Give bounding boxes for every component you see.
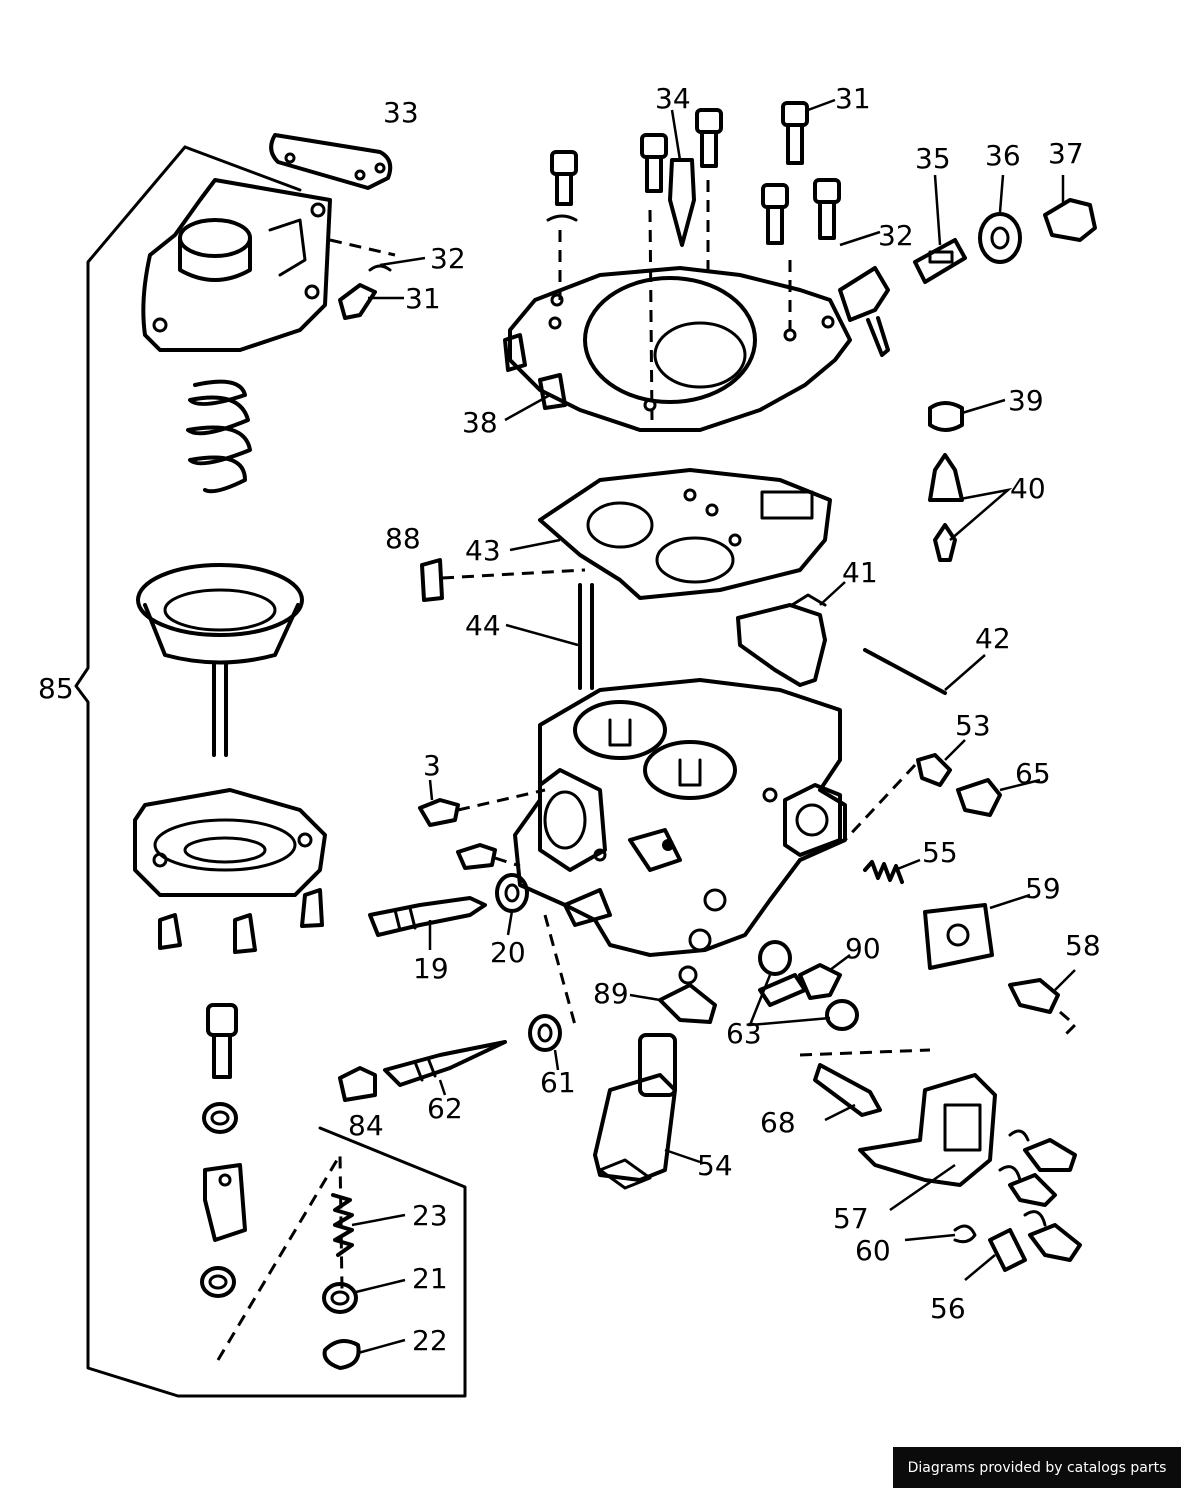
callout-32: 32 (878, 219, 914, 252)
callout-88: 88 (385, 522, 421, 555)
part-lower-diaphragm-housing (133, 788, 327, 897)
callout-23: 23 (412, 1199, 448, 1232)
part-36-washer (978, 174, 1022, 264)
callout-59: 59 (1025, 872, 1061, 905)
callout-36: 36 (985, 139, 1021, 172)
callout-61: 61 (540, 1066, 576, 1099)
part-53-jet (843, 739, 966, 842)
part-19-idle-screw (368, 896, 487, 950)
part-bolt-left (206, 1003, 238, 1079)
part-35-filter (913, 174, 967, 284)
callout-57: 57 (833, 1202, 869, 1235)
part-40-needle-valve (928, 453, 1013, 562)
part-20-ring (495, 873, 529, 936)
part-57-linkage (858, 1073, 997, 1212)
callout-62: 62 (427, 1092, 463, 1125)
part-38-top-cover (503, 266, 890, 432)
part-44-rod (505, 583, 594, 690)
part-main-carburetor-body (513, 678, 847, 957)
callout-85: 85 (38, 672, 74, 705)
callout-34: 34 (655, 82, 691, 115)
part-diaphragm-cup (136, 563, 304, 757)
callout-56: 56 (930, 1292, 966, 1325)
dashed-19-61 (543, 914, 577, 1026)
part-small-screws-row (158, 888, 324, 954)
callout-44: 44 (465, 609, 501, 642)
part-31-32-screw-left (338, 256, 426, 320)
callout-42: 42 (975, 622, 1011, 655)
callout-40: 40 (1010, 472, 1046, 505)
callout-55: 55 (922, 836, 958, 869)
dashed-triangle-left (216, 1149, 344, 1361)
credit-text: Diagrams provided by catalogs parts (907, 1459, 1167, 1476)
callout-60: 60 (855, 1234, 891, 1267)
part-65-jet (956, 778, 1041, 817)
part-55-spring (863, 858, 921, 884)
callout-65: 65 (1015, 757, 1051, 790)
callout-37: 37 (1048, 137, 1084, 170)
part-60-clip (904, 1224, 977, 1244)
part-screws-top (546, 98, 881, 421)
callout-53: 53 (955, 709, 991, 742)
part-33-gasket (269, 133, 393, 190)
credit-banner: Diagrams provided by catalogs parts (893, 1447, 1181, 1488)
part-39-bushing (928, 398, 1006, 432)
part-62-mixture-screw (383, 1040, 507, 1096)
part-clip-left (203, 1163, 247, 1242)
callout-39: 39 (1008, 384, 1044, 417)
part-22-ring (322, 1338, 406, 1370)
part-63-fitting (748, 940, 859, 1031)
callout-33: 33 (383, 96, 419, 129)
part-42-pin (863, 648, 986, 695)
callout-63: 63 (726, 1017, 762, 1050)
part-54-solenoid (593, 1033, 701, 1190)
callout-35: 35 (915, 142, 951, 175)
callout-31: 31 (405, 282, 441, 315)
part-59-cover-plate (923, 893, 1031, 970)
callout-54: 54 (697, 1149, 733, 1182)
part-90-union (798, 954, 851, 1000)
part-43-gasket (509, 468, 832, 600)
callout-31: 31 (835, 82, 871, 115)
callout-89: 89 (593, 977, 629, 1010)
part-61-ring (528, 1014, 562, 1071)
callout-19: 19 (413, 952, 449, 985)
part-ring-left (200, 1266, 236, 1298)
callout-43: 43 (465, 534, 501, 567)
callout-21: 21 (412, 1262, 448, 1295)
part-88-jet (420, 558, 586, 602)
part-68-screw (799, 1048, 931, 1122)
part-37-plug (1043, 175, 1097, 242)
callout-68: 68 (760, 1106, 796, 1139)
part-41-solenoid (736, 581, 846, 687)
callout-90: 90 (845, 932, 881, 965)
part-23-spring (331, 1193, 406, 1257)
callout-84: 84 (348, 1109, 384, 1142)
callout-20: 20 (490, 936, 526, 969)
callout-38: 38 (462, 406, 498, 439)
part-56-screws-right (964, 1138, 1082, 1281)
callout-58: 58 (1065, 929, 1101, 962)
callout-3: 3 (423, 749, 441, 782)
callout-22: 22 (412, 1324, 448, 1357)
part-cover-diaphragm-housing (141, 178, 396, 352)
part-21-nut (322, 1278, 406, 1314)
group-85-bracket (74, 145, 467, 1398)
part-spring (186, 379, 252, 494)
part-89-flange (629, 965, 717, 1024)
callout-labels: 33 32 31 34 31 35 36 37 32 38 39 40 88 4… (38, 82, 1101, 1357)
part-nut-left (202, 1102, 238, 1134)
part-clips-right (998, 1129, 1047, 1227)
part-58-jet (1008, 969, 1078, 1037)
part-84-cap (338, 1066, 377, 1102)
callout-32: 32 (430, 242, 466, 275)
part-3-screws (418, 779, 546, 870)
callout-41: 41 (842, 556, 878, 589)
